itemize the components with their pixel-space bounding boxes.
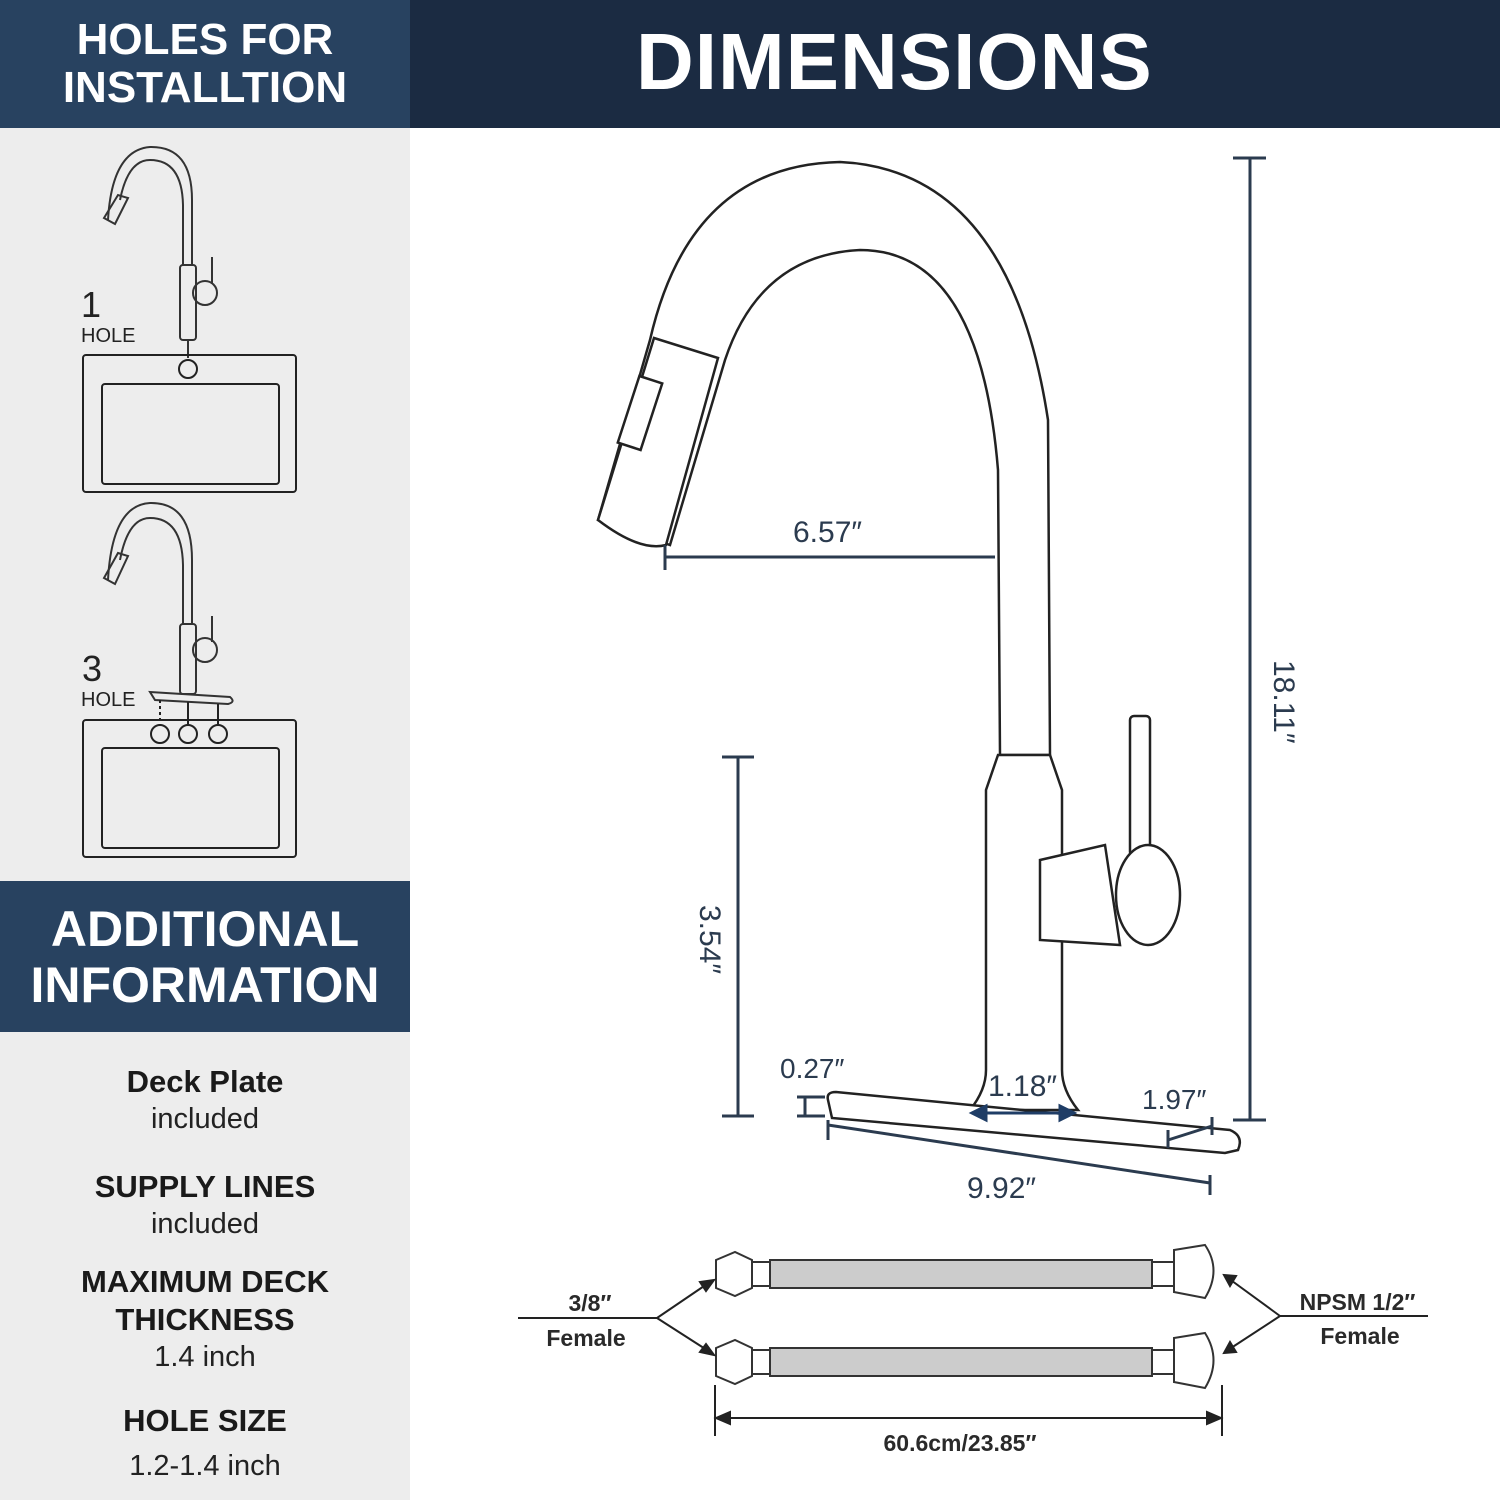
hose-top-icon <box>715 1243 1215 1300</box>
base-diameter-arrow <box>968 1103 1078 1123</box>
info-hole-size: HOLE SIZE 1.2-1.4 inch <box>0 1402 410 1484</box>
info-title: SUPPLY LINES <box>94 1169 316 1204</box>
additional-information-header: ADDITIONAL INFORMATION <box>0 881 410 1032</box>
hose-left-size: 3/8″ <box>568 1290 612 1316</box>
hole-option-1-label: HOLE <box>81 325 136 347</box>
info-title: Deck Plate <box>126 1064 284 1099</box>
holes-for-installation-header: HOLES FOR INSTALLTION <box>0 0 410 128</box>
supply-hoses <box>715 1243 1215 1390</box>
plate-length-label: 9.92″ <box>967 1172 1037 1205</box>
left-panel <box>0 0 410 1500</box>
hose-right-size: NPSM 1/2″ <box>1299 1289 1416 1315</box>
faucet-body-icon <box>967 753 1081 1112</box>
one-hole-faucet-icon <box>102 145 218 358</box>
spray-head-icon <box>596 336 720 548</box>
hose-bottom-icon <box>715 1331 1215 1390</box>
spout-reach-label: 6.57″ <box>793 516 863 549</box>
hole-option-3-number: 3 <box>82 648 103 689</box>
info-supply-lines: SUPPLY LINES included <box>0 1168 410 1242</box>
info-value: included <box>150 1208 260 1240</box>
hose-annotation-lines <box>518 1273 1428 1436</box>
header-line-2: INFORMATION <box>30 956 380 1013</box>
info-title: MAXIMUM DECK <box>81 1264 329 1299</box>
header-line-1: HOLES FOR <box>76 15 334 64</box>
info-value: 1.4 inch <box>154 1341 256 1373</box>
info-max-deck-thickness: MAXIMUM DECK THICKNESS 1.4 inch <box>0 1263 410 1375</box>
hole-option-1-number: 1 <box>81 284 102 325</box>
page-title: DIMENSIONS <box>636 17 1153 106</box>
one-hole-sink-icon <box>82 354 297 493</box>
hose-length-label: 60.6cm/23.85″ <box>883 1430 1037 1456</box>
hose-left-type: Female <box>546 1325 626 1351</box>
dimensions-header: DIMENSIONS <box>410 0 1500 128</box>
plate-width-label: 1.97″ <box>1142 1084 1207 1115</box>
header-line-2: INSTALLTION <box>62 63 348 112</box>
handle-body-icon <box>1038 843 1122 947</box>
deck-plate-icon <box>826 1090 1241 1155</box>
info-title: HOLE SIZE <box>123 1403 287 1438</box>
info-value: included <box>150 1103 260 1135</box>
info-title-line-2: THICKNESS <box>115 1302 295 1337</box>
header-line-1: ADDITIONAL <box>50 900 360 957</box>
handle-lever-icon <box>1128 714 1152 858</box>
info-value: 1.2-1.4 inch <box>129 1450 281 1482</box>
three-hole-sink-icon <box>82 700 297 858</box>
spout-icon <box>596 160 1052 757</box>
dimension-lines <box>663 156 1266 1195</box>
info-deck-plate: Deck Plate included <box>0 1063 410 1137</box>
three-hole-faucet-icon <box>102 501 234 706</box>
base-diameter-label: 1.18″ <box>988 1070 1058 1103</box>
plate-thickness-label: 0.27″ <box>780 1053 845 1084</box>
total-height-label: 18.11″ <box>1267 660 1300 744</box>
faucet-drawing <box>596 160 1241 1155</box>
base-height-label: 3.54″ <box>693 905 726 975</box>
hose-right-type: Female <box>1320 1323 1400 1349</box>
hole-option-3-label: HOLE <box>81 689 136 711</box>
